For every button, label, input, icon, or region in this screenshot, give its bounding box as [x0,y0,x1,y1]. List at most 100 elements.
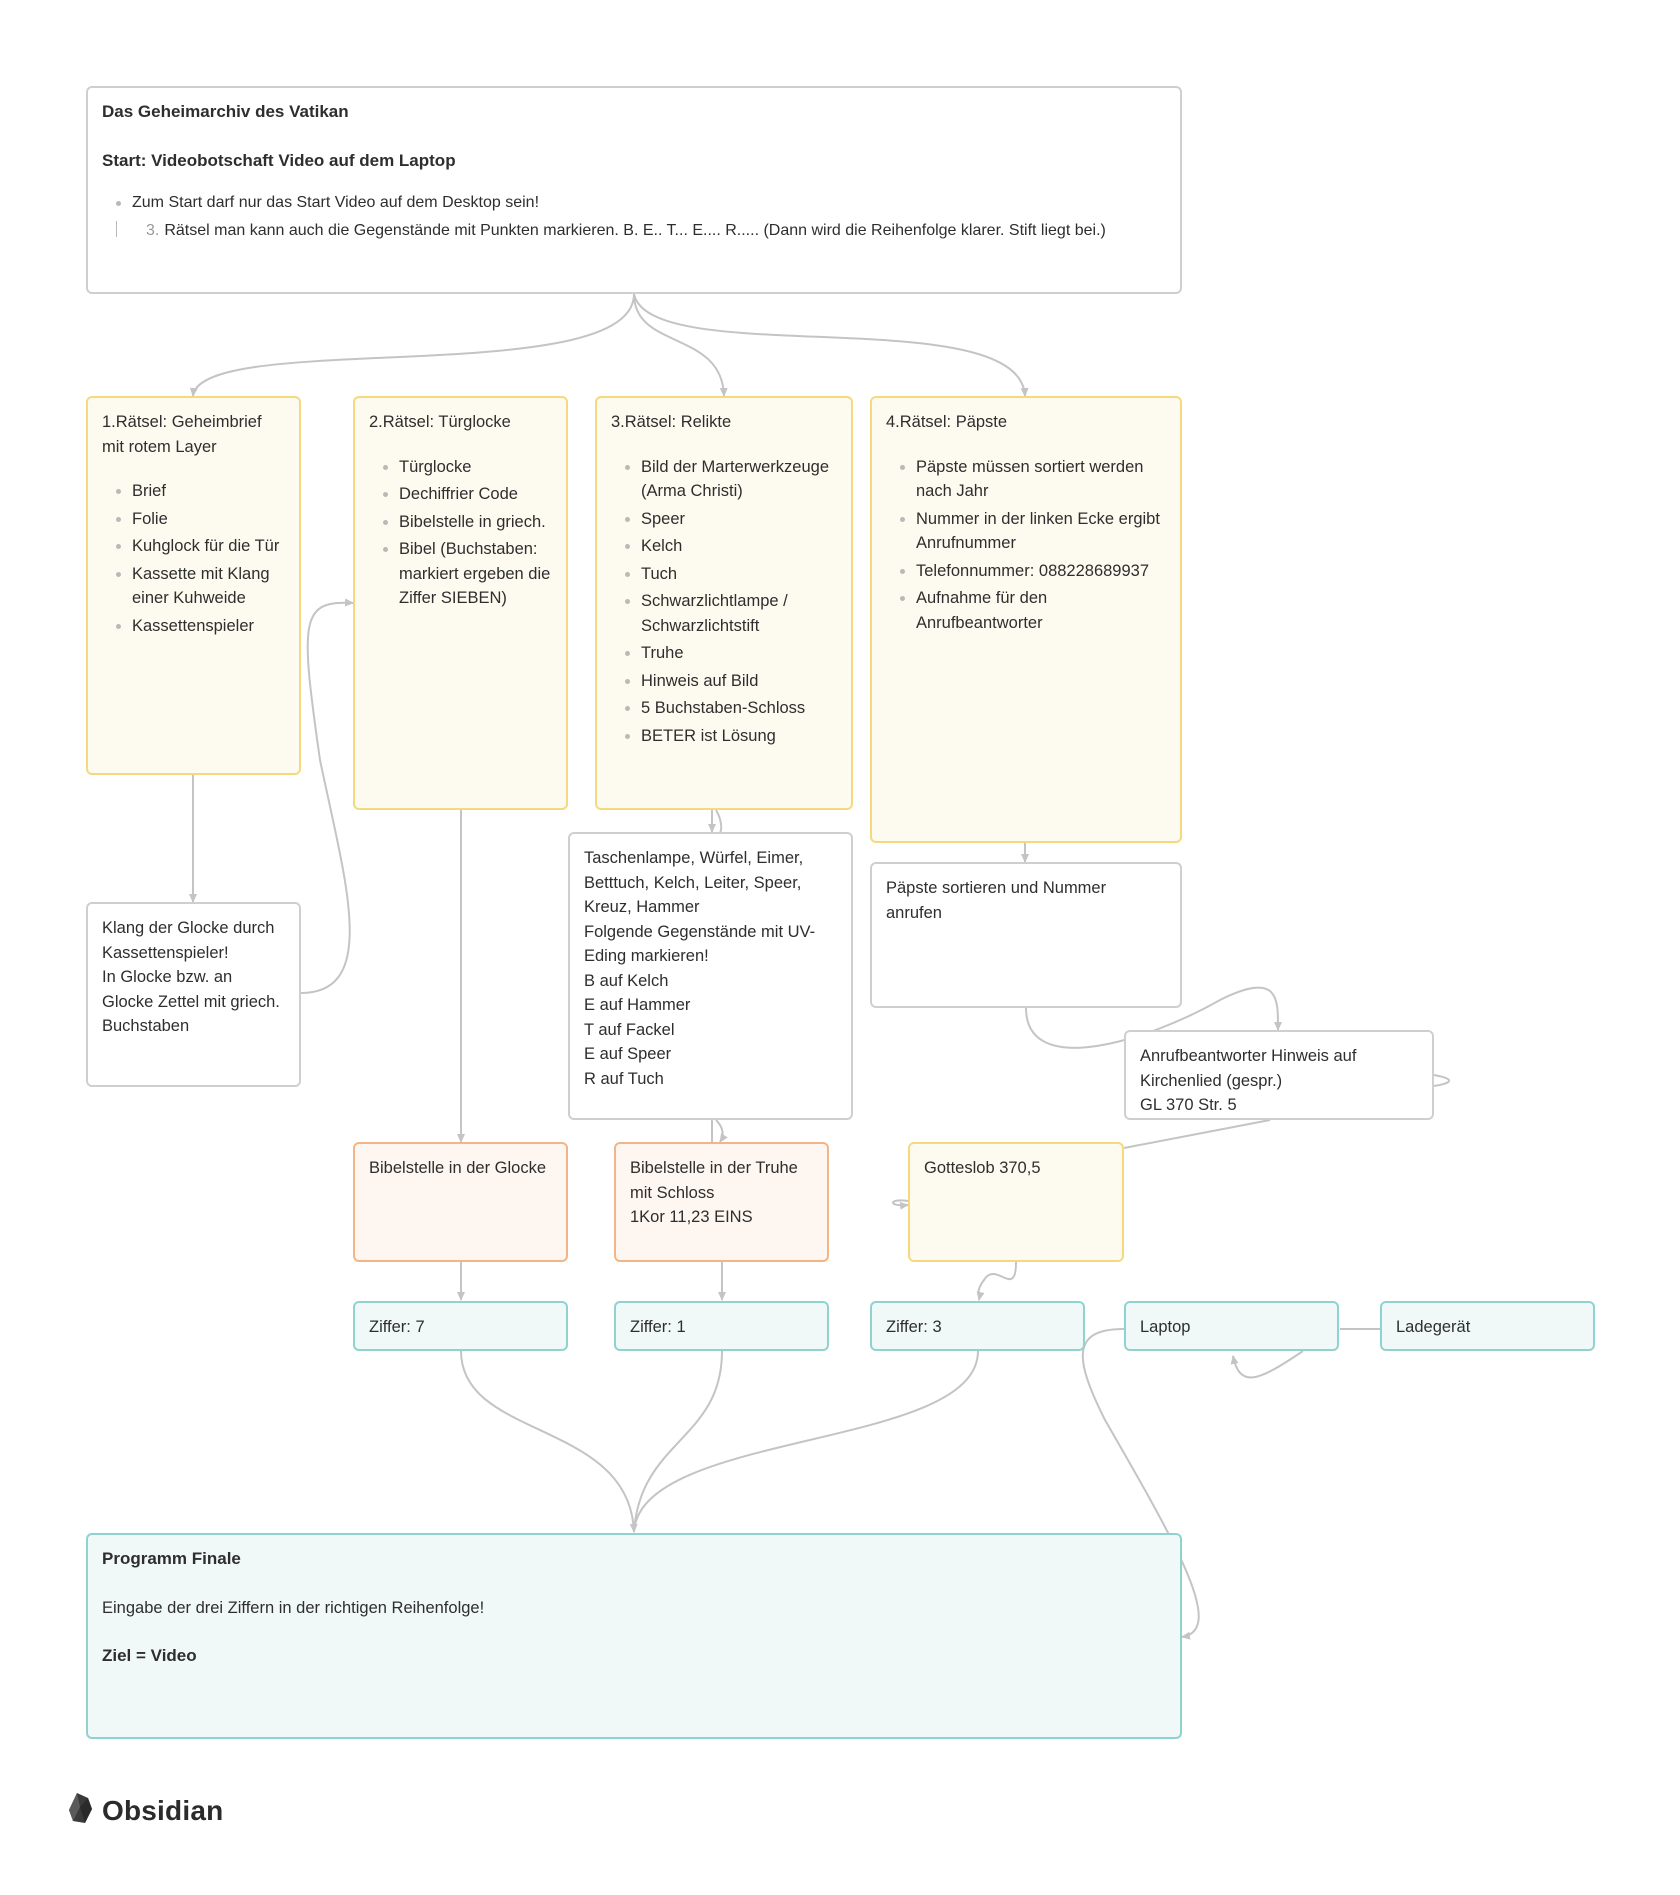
bibelstelle-truhe-line: 1Kor 11,23 EINS [630,1208,753,1226]
paepste-note-node[interactable]: Päpste sortieren und Nummer anrufen [870,862,1182,1008]
bibelstelle-truhe-node[interactable]: Bibelstelle in der Truhe mit Schloss 1Ko… [614,1142,829,1262]
anrufbeantworter-line: Anrufbeantworter Hinweis auf Kirchenlied… [1140,1047,1357,1090]
laptop-text: Laptop [1140,1318,1191,1336]
start-node[interactable]: Das Geheimarchiv des Vatikan Start: Vide… [86,86,1182,294]
list-item: Bibel (Buchstaben: markiert ergeben die … [383,537,552,611]
paepste-note-text: Päpste sortieren und Nummer anrufen [886,879,1107,922]
laptop-node[interactable]: Laptop [1124,1301,1339,1351]
list-item: Kuhglock für die Tür [116,534,285,559]
puzzle1-title: 1.Rätsel: Geheimbrief mit rotem Layer [102,413,262,456]
list-marker [116,220,117,237]
ziffer-7-text: Ziffer: 7 [369,1318,425,1336]
edge-puzzle3-to-items-note-b [715,809,723,833]
edge-paepste-note-to-anrufbeantworter [1025,986,1283,1049]
bibelstelle-glocke-text: Bibelstelle in der Glocke [369,1159,547,1177]
list-item: Bild der Marterwerkzeuge (Arma Christi) [625,455,837,504]
list-item: Truhe [625,641,837,666]
list-item: Hinweis auf Bild [625,669,837,694]
ziffer-1-text: Ziffer: 1 [630,1318,686,1336]
items-note-line: R auf Tuch [584,1069,664,1088]
puzzle4-node[interactable]: 4.Rätsel: Päpste Päpste müssen sortiert … [870,396,1182,843]
edge-laptop-to-finale [1081,1328,1200,1640]
bibelstelle-glocke-node[interactable]: Bibelstelle in der Glocke [353,1142,568,1262]
items-note-line: B auf Kelch [584,971,669,990]
puzzle1-node[interactable]: 1.Rätsel: Geheimbrief mit rotem Layer Br… [86,396,301,775]
ladegeraet-text: Ladegerät [1396,1318,1471,1336]
list-item: Zum Start darf nur das Start Video auf d… [116,191,1166,216]
list-item: Kassettenspieler [116,614,285,639]
start-subtitle: Start: Videobotschaft Video auf dem Lapt… [102,150,456,170]
list-item: Nummer in der linken Ecke ergibt Anrufnu… [900,507,1166,556]
list-item: 5 Buchstaben-Schloss [625,696,837,721]
list-item: 3.Rätsel man kann auch die Gegenstände m… [116,219,1166,244]
edge-start-to-puzzle1 [189,293,635,397]
puzzle2-list: Türglocke Dechiffrier Code Bibelstelle i… [369,455,552,611]
anrufbeantworter-line: GL 370 Str. 5 [1140,1096,1237,1114]
puzzle2-node[interactable]: 2.Rätsel: Türglocke Türglocke Dechiffrie… [353,396,568,810]
glocke-note-line: Klang der Glocke durch Kassettenspieler! [102,919,275,962]
gotteslob-node[interactable]: Gotteslob 370,5 [908,1142,1124,1262]
list-item: Päpste müssen sortiert werden nach Jahr [900,455,1166,504]
ladegeraet-node[interactable]: Ladegerät [1380,1301,1595,1351]
edge-laptop-loop [1230,1350,1304,1379]
glocke-note-node[interactable]: Klang der Glocke durch Kassettenspieler!… [86,902,301,1087]
list-item: Brief [116,479,285,504]
puzzle1-list: Brief Folie Kuhglock für die Tür Kassett… [102,479,285,638]
finale-goal: Ziel = Video [102,1646,197,1665]
edge-ziffer7-to-finale [460,1350,638,1533]
list-item: Dechiffrier Code [383,482,552,507]
items-note-line: T auf Fackel [584,1020,675,1039]
puzzle3-list: Bild der Marterwerkzeuge (Arma Christi) … [611,455,837,749]
items-note-line: Folgende Gegenstände mit UV-Eding markie… [584,922,816,966]
ziffer-1-node[interactable]: Ziffer: 1 [614,1301,829,1351]
puzzle4-list: Päpste müssen sortiert werden nach Jahr … [886,455,1166,636]
edge-ziffer3-to-finale [633,1350,979,1533]
edge-start-to-puzzle4 [633,293,1029,397]
puzzle2-title: 2.Rätsel: Türglocke [369,413,511,431]
edge-anrufbeantworter-to-gotteslob [1123,1119,1271,1149]
list-number: 3. [146,221,160,239]
list-item: Kelch [625,534,837,559]
list-item: Bibelstelle in griech. [383,510,552,535]
finale-text: Eingabe der drei Ziffern in der richtige… [102,1598,485,1617]
edge-glocke-note-to-puzzle2 [300,598,354,994]
ziffer-3-node[interactable]: Ziffer: 3 [870,1301,1085,1351]
gotteslob-text: Gotteslob 370,5 [924,1159,1041,1177]
anrufbeantworter-node[interactable]: Anrufbeantworter Hinweis auf Kirchenlied… [1124,1030,1434,1120]
list-item: Kassette mit Klang einer Kuhweide [116,562,285,611]
list-item: Speer [625,507,837,532]
items-note-line: E auf Hammer [584,996,691,1014]
start-bullet-list: Zum Start darf nur das Start Video auf d… [102,191,1166,243]
finale-node[interactable]: Programm Finale Eingabe der drei Ziffern… [86,1533,1182,1739]
obsidian-logo-text: Obsidian [102,1794,224,1826]
items-note-line: E auf Speer [584,1045,672,1063]
edge-items-note-to-bibel-truhe-b [715,1119,728,1143]
edge-ziffer1-to-finale [633,1350,723,1533]
obsidian-logo-icon [68,1792,94,1829]
puzzle3-title: 3.Rätsel: Relikte [611,413,732,431]
ziffer-7-node[interactable]: Ziffer: 7 [353,1301,568,1351]
start-title: Das Geheimarchiv des Vatikan [102,102,349,121]
list-item-text: Rätsel man kann auch die Gegenstände mit… [164,221,1106,239]
finale-title: Programm Finale [102,1549,241,1568]
list-item: Aufnahme für den Anrufbeantworter [900,586,1166,635]
list-item: BETER ist Lösung [625,724,837,749]
edge-anrufbeantworter-loop [1433,1074,1450,1087]
items-note-line: Taschenlampe, Würfel, Eimer, Betttuch, K… [584,849,804,916]
edge-start-to-puzzle3 [633,293,728,397]
puzzle3-node[interactable]: 3.Rätsel: Relikte Bild der Marterwerkzeu… [595,396,853,810]
puzzle4-title: 4.Rätsel: Päpste [886,413,1008,431]
edge-gotteslob-to-ziffer3 [976,1261,1017,1301]
list-item: Schwarzlichtlampe / Schwarzlichtstift [625,589,837,638]
obsidian-logo: Obsidian [68,1792,223,1829]
items-note-node[interactable]: Taschenlampe, Würfel, Eimer, Betttuch, K… [568,832,853,1120]
list-item: Folie [116,507,285,532]
list-item: Telefonnummer: 088228689937 [900,559,1166,584]
bibelstelle-truhe-line: Bibelstelle in der Truhe mit Schloss [630,1159,798,1202]
list-item: Tuch [625,562,837,587]
list-item: Türglocke [383,455,552,480]
ziffer-3-text: Ziffer: 3 [886,1318,942,1336]
glocke-note-line: In Glocke bzw. an Glocke Zettel mit grie… [102,968,280,1035]
edge-gotteslob-loop [892,1199,909,1210]
